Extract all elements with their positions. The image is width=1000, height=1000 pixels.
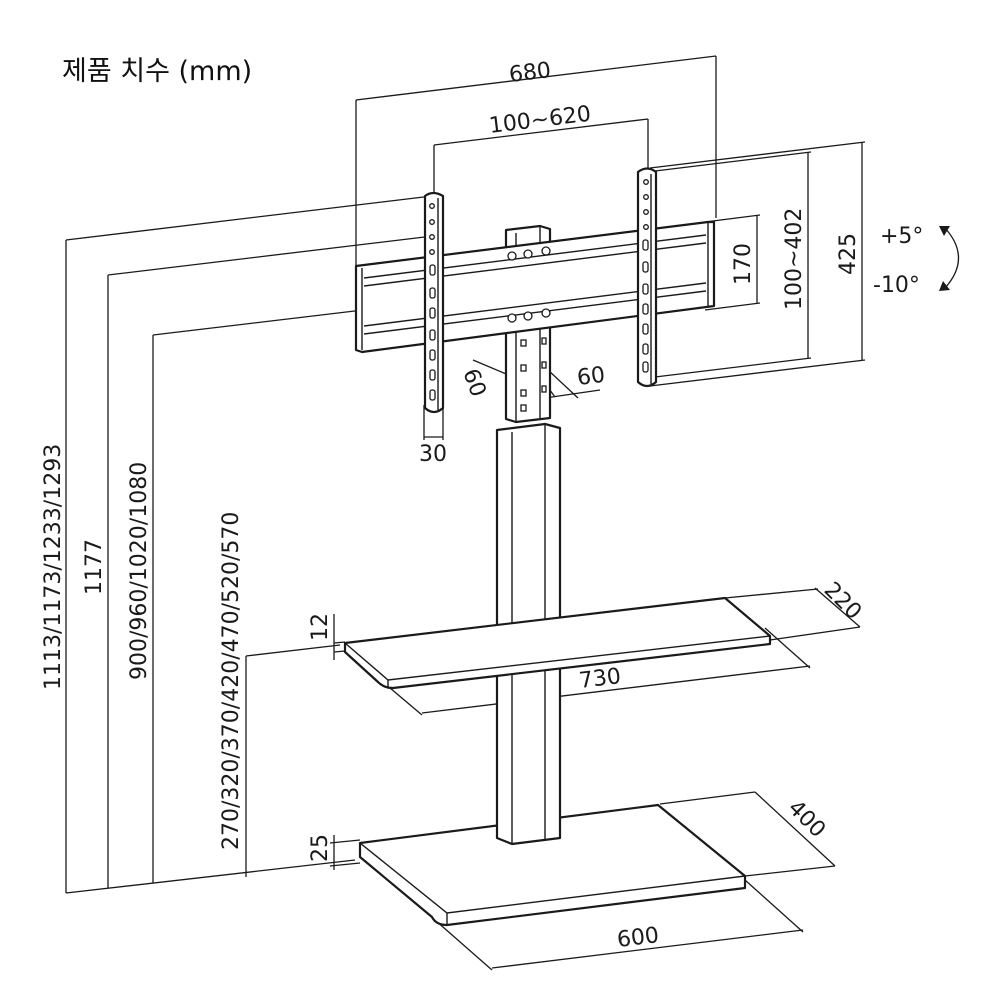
tilt-arrow-icon xyxy=(939,226,959,291)
dimension-lines xyxy=(65,55,866,971)
right-bracket-holes xyxy=(642,179,649,373)
label-base-width: 600 xyxy=(616,923,661,953)
label-column-width: 60 xyxy=(576,363,607,391)
left-bracket-holes xyxy=(429,203,436,401)
label-shelf-thickness: 12 xyxy=(308,613,333,641)
label-base-thickness: 25 xyxy=(308,834,333,862)
label-shelf-heights: 270/320/370/420/470/520/570 xyxy=(219,512,244,850)
right-vesa-bracket xyxy=(636,167,658,388)
label-tilt-down: -10° xyxy=(873,273,920,298)
label-vesa-height: 100~402 xyxy=(782,208,807,310)
label-bracket-height: 425 xyxy=(836,233,861,275)
label-stand-height: 1177 xyxy=(82,539,107,595)
label-mount-heights: 900/960/1020/1080 xyxy=(127,462,152,680)
diagram-title: 제품 치수 (mm) xyxy=(62,56,252,87)
glass-shelf xyxy=(343,596,772,690)
base-plate xyxy=(358,803,747,927)
label-mount-width: 680 xyxy=(508,58,553,88)
label-column-depth: 60 xyxy=(457,366,490,401)
mount-bolts xyxy=(507,246,551,323)
left-vesa-bracket xyxy=(423,191,445,414)
label-shelf-width: 730 xyxy=(578,664,623,694)
label-tilt-up: +5° xyxy=(880,224,923,249)
dimension-labels: 680 100~620 425 100~402 170 +5° -10° 60 … xyxy=(41,58,923,953)
label-total-heights: 1113/1173/1233/1293 xyxy=(41,444,66,690)
label-shelf-depth: 220 xyxy=(819,578,866,625)
label-bracket-width: 30 xyxy=(419,442,447,467)
label-vesa-width: 100~620 xyxy=(488,102,593,139)
label-rail-spacing: 170 xyxy=(731,243,756,285)
label-base-depth: 400 xyxy=(783,796,830,843)
